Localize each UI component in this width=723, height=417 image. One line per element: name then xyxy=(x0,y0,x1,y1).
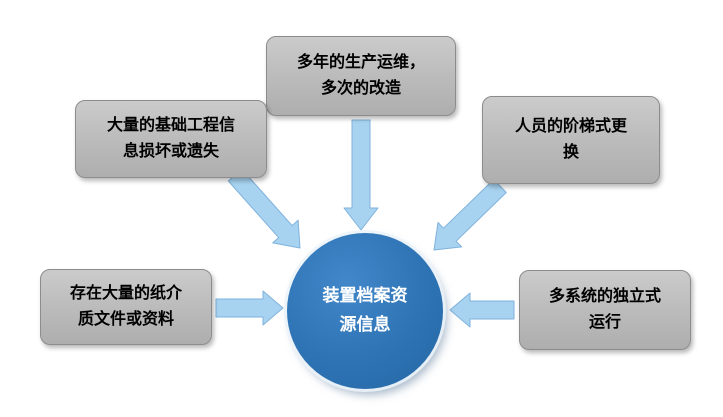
arrow-left-icon xyxy=(215,290,284,326)
arrow-upper-right-icon xyxy=(433,179,507,251)
node-paper-documents: 存在大量的纸介 质文件或资料 xyxy=(40,269,212,345)
arrow-top-icon xyxy=(343,119,379,231)
arrow-upper-left-icon xyxy=(227,168,301,249)
node-independent-systems: 多系统的独立式 运行 xyxy=(519,270,691,350)
arrow-right-icon xyxy=(449,292,515,328)
node-lost-engineering-info: 大量的基础工程信 息损坏或遗失 xyxy=(75,100,267,178)
node-production-operation: 多年的生产运维， 多次的改造 xyxy=(266,36,456,116)
node-central-archive-resource: 装置档案资 源信息 xyxy=(287,233,443,389)
node-personnel-turnover: 人员的阶梯式更 换 xyxy=(482,96,660,184)
